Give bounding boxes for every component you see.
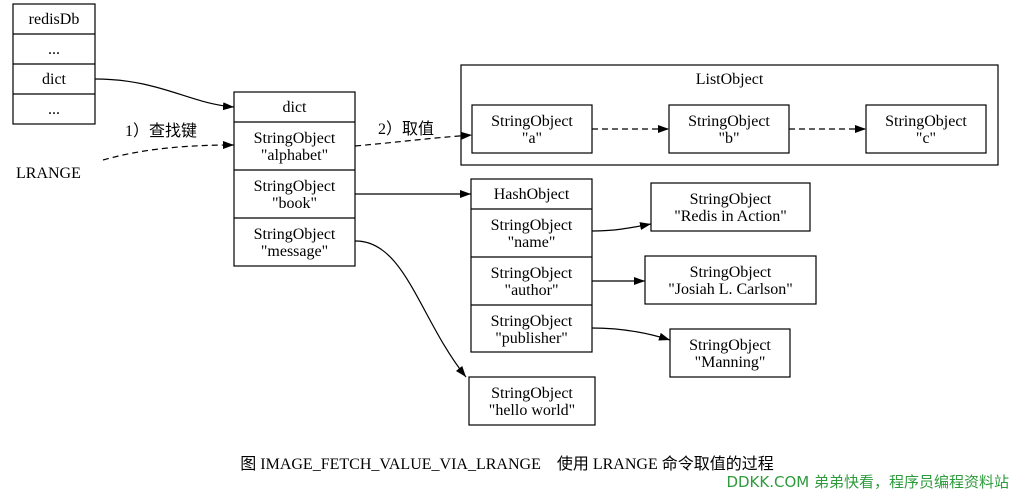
figure-caption: 图 IMAGE_FETCH_VALUE_VIA_LRANGE 使用 LRANGE… xyxy=(240,455,773,473)
edge-label-lookup-key: 1）查找键 xyxy=(125,122,197,140)
dict-key-alphabet-type: StringObject xyxy=(254,130,336,147)
hash-field-publisher-value: "publisher" xyxy=(495,330,568,347)
list-object-cluster-border xyxy=(460,64,999,166)
dict-key-book-type: StringObject xyxy=(254,178,336,195)
edge-message-to-hello-world xyxy=(354,240,467,378)
list-item-b-value: "b" xyxy=(718,130,739,147)
edge-name-to-value xyxy=(591,222,652,232)
hash-field-author-type: StringObject xyxy=(491,265,573,282)
hash-field-author-value: "author" xyxy=(505,282,559,299)
hash-object-header: HashObject xyxy=(494,186,570,203)
hash-value-type: StringObject xyxy=(690,191,772,208)
list-item-c-type: StringObject xyxy=(885,113,967,130)
hash-field-name-value: "name" xyxy=(508,234,556,251)
list-item-b-type: StringObject xyxy=(688,113,770,130)
list-item-c-value: "c" xyxy=(916,130,936,147)
hash-value-box xyxy=(650,182,811,232)
lrange-command-label: LRANGE xyxy=(16,165,81,182)
dict-key-message-value: "message" xyxy=(261,243,328,260)
hash-value-text: "Manning" xyxy=(695,354,766,371)
dict-key-book-value: "book" xyxy=(272,195,317,212)
hash-value-text: "Josiah L. Carlson" xyxy=(668,281,793,298)
message-value-box xyxy=(468,376,596,426)
hash-value-manning: StringObject "Manning" xyxy=(669,328,791,378)
hash-value-josiah-carlson: StringObject "Josiah L. Carlson" xyxy=(644,255,817,305)
redisdb-ellipsis-row: ... xyxy=(48,101,60,118)
list-item-a-type: StringObject xyxy=(491,113,573,130)
hash-value-text: "Redis in Action" xyxy=(674,208,787,225)
list-item-a-box xyxy=(471,104,593,154)
message-value-text: "hello world" xyxy=(489,402,575,419)
dict-table-border xyxy=(233,91,356,267)
dict-header: dict xyxy=(283,99,308,116)
site-watermark: DDKK.COM 弟弟快看，程序员编程资料站 xyxy=(726,473,1009,490)
redisdb-dict-row: dict xyxy=(42,71,67,88)
edge-label-fetch-value: 2）取值 xyxy=(378,120,434,138)
dict-key-message-type: StringObject xyxy=(254,226,336,243)
hash-value-type: StringObject xyxy=(689,337,771,354)
redisdb-header: redisDb xyxy=(29,11,80,28)
edge-alphabet-to-list xyxy=(354,131,473,147)
list-item-b-box xyxy=(668,104,790,154)
list-object-cluster: ListObject StringObject "a" StringObject… xyxy=(460,64,999,166)
hash-object-table: HashObject StringObject "name" StringObj… xyxy=(470,178,593,353)
list-object-label: ListObject xyxy=(696,71,764,88)
hash-value-box xyxy=(669,328,791,378)
dict-table: dict StringObject "alphabet" StringObjec… xyxy=(233,91,356,267)
edge-redisdb-dict-to-dict xyxy=(94,78,235,111)
message-value-type: StringObject xyxy=(491,385,573,402)
edge-lrange-lookup-key xyxy=(102,141,235,161)
redisdb-table: redisDb ... dict ... xyxy=(12,3,96,125)
message-value-node: StringObject "hello world" xyxy=(468,376,596,426)
hash-value-box xyxy=(644,255,817,305)
list-item-a-value: "a" xyxy=(522,130,542,147)
edge-publisher-to-value xyxy=(591,327,671,341)
hash-field-publisher-type: StringObject xyxy=(491,313,573,330)
hash-field-name-type: StringObject xyxy=(491,217,573,234)
redisdb-ellipsis-row: ... xyxy=(48,41,60,58)
hash-value-type: StringObject xyxy=(690,264,772,281)
list-item-c-box xyxy=(865,104,987,154)
dict-key-alphabet-value: "alphabet" xyxy=(261,147,328,164)
hash-value-redis-in-action: StringObject "Redis in Action" xyxy=(650,182,811,232)
hash-object-table-border xyxy=(470,178,593,353)
